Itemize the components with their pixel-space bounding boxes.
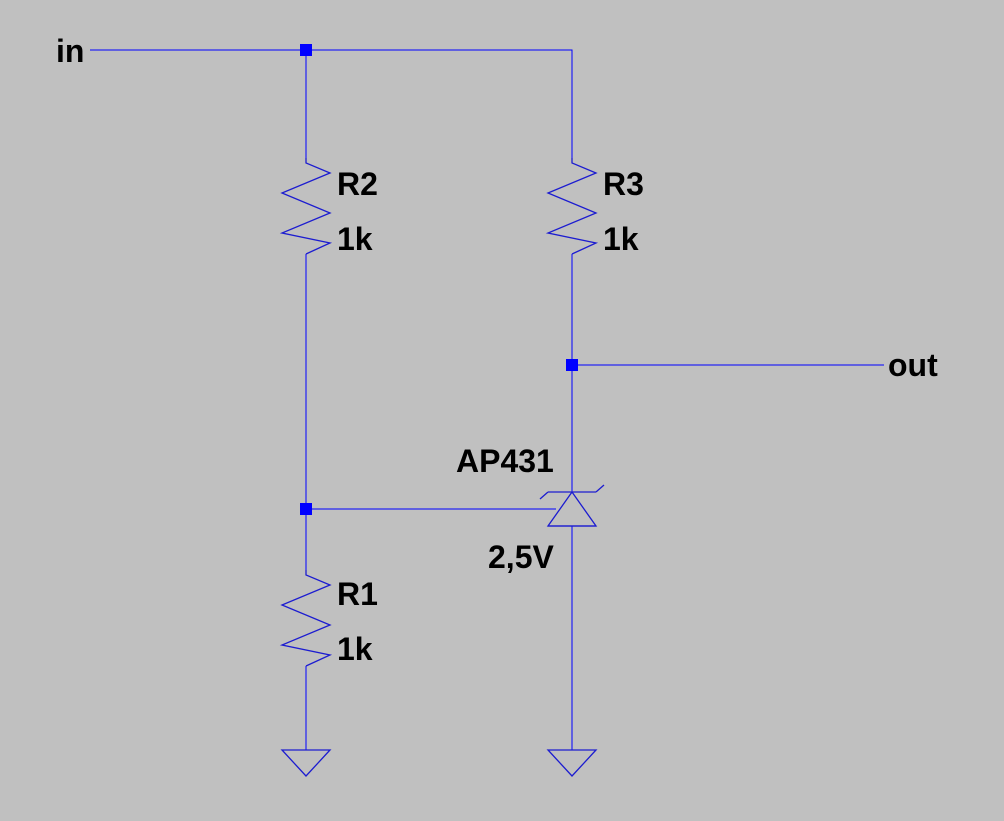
r3-ref-label: R3 (603, 166, 644, 202)
r2-value-label: 1k (337, 221, 373, 257)
wires (90, 49, 884, 750)
junction-in-r2 (300, 44, 312, 56)
wire-input-rail (90, 49, 573, 158)
shunt-ref-label: AP431 (456, 443, 554, 479)
junction-ref (300, 503, 312, 515)
resistor-r1-symbol (279, 570, 333, 667)
net-label-out: out (888, 347, 938, 383)
net-label-in: in (56, 33, 84, 69)
r1-ref-label: R1 (337, 576, 378, 612)
ground-symbol-right (546, 749, 598, 777)
r2-ref-label: R2 (337, 166, 378, 202)
shunt-value-label: 2,5V (488, 539, 554, 575)
ground-symbol-left (280, 749, 332, 777)
junction-out (566, 359, 578, 371)
resistor-r2-symbol (279, 158, 333, 255)
resistor-r3-symbol (545, 158, 599, 255)
r3-value-label: 1k (603, 221, 639, 257)
r1-value-label: 1k (337, 631, 373, 667)
shunt-regulator-symbol (539, 484, 605, 527)
